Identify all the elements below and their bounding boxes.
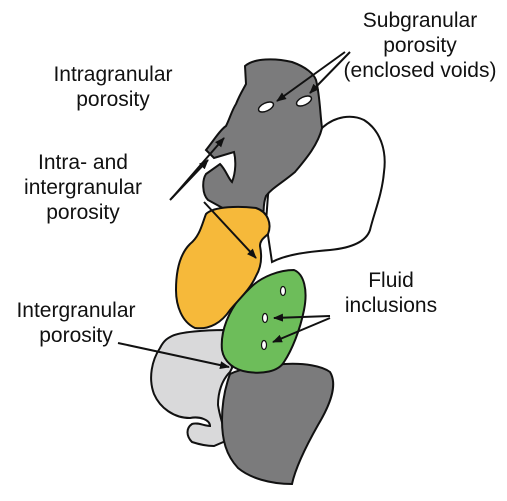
label-subgranular-line1: Subgranular: [340, 8, 500, 33]
label-intergranular-line1: Intergranular: [6, 298, 146, 323]
light-grain: [151, 330, 232, 446]
label-intra-inter-line2: intergranular: [8, 175, 158, 200]
label-intragranular: Intragranular porosity: [38, 62, 188, 112]
label-intra-inter-line1: Intra- and: [8, 150, 158, 175]
label-subgranular-line3: (enclosed voids): [340, 58, 500, 83]
label-intra-inter: Intra- and intergranular porosity: [8, 150, 158, 225]
label-intergranular: Intergranular porosity: [6, 298, 146, 348]
label-subgranular: Subgranular porosity (enclosed voids): [340, 8, 500, 83]
label-subgranular-line2: porosity: [340, 33, 500, 58]
label-intragranular-line1: Intragranular: [38, 62, 188, 87]
fluid-inclusion-1: [281, 287, 286, 296]
dark-lower-grain: [222, 364, 333, 484]
fluid-inclusion-3: [262, 341, 267, 350]
label-fluid-line2: inclusions: [336, 293, 446, 318]
arrow-intragranular-2: [170, 160, 208, 200]
label-intragranular-line2: porosity: [38, 87, 188, 112]
label-intergranular-line2: porosity: [6, 323, 146, 348]
fluid-inclusion-2: [263, 314, 268, 323]
label-intra-inter-line3: porosity: [8, 200, 158, 225]
label-fluid-line1: Fluid: [336, 268, 446, 293]
label-fluid: Fluid inclusions: [336, 268, 446, 318]
